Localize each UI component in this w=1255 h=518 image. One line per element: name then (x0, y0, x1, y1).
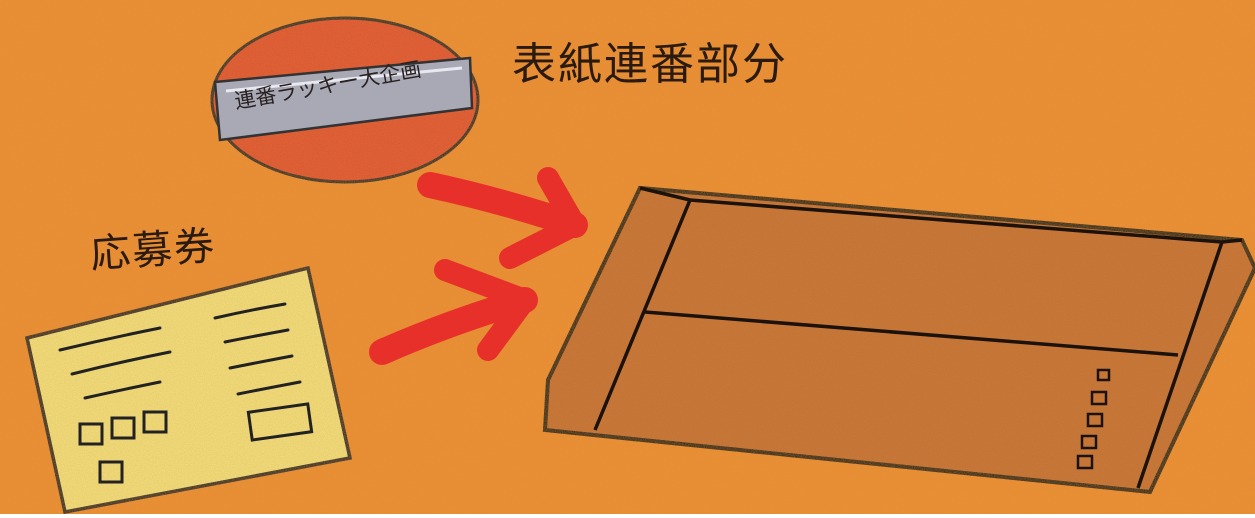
cover-serial-label: 表紙連番部分 (512, 39, 788, 90)
oval-seal-icon (210, 16, 480, 184)
entry-ticket-icon (24, 265, 353, 515)
arrow-right-icon (417, 167, 588, 269)
envelope-icon (542, 185, 1255, 495)
arrow-right-icon (369, 259, 538, 365)
entry-ticket-label: 応募券 (88, 223, 218, 278)
